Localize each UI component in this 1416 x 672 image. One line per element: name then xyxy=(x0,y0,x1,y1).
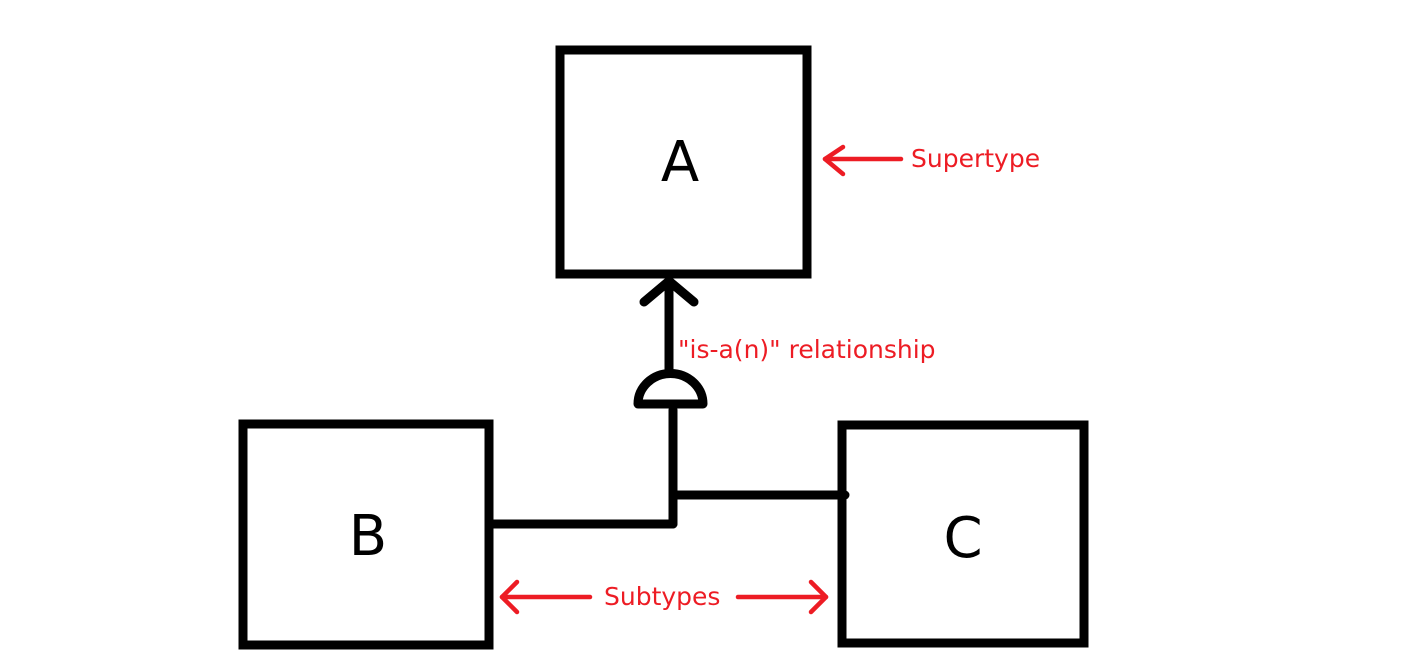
isa-half-circle-icon xyxy=(633,369,708,409)
subtypes-left-arrow-icon xyxy=(499,579,520,615)
entity-b: B xyxy=(238,419,494,650)
entity-b-box xyxy=(238,419,494,650)
entity-c-box xyxy=(837,420,1089,648)
supertype-arrow-icon xyxy=(822,144,846,177)
entity-a-box xyxy=(555,45,812,279)
arrowhead-icon xyxy=(639,276,699,307)
supertype-annotation: Supertype xyxy=(822,144,1040,177)
isa-connector xyxy=(488,276,850,529)
entity-b-label: B xyxy=(349,504,387,569)
supertype-text: Supertype xyxy=(911,144,1040,173)
entity-c: C xyxy=(837,420,1089,648)
entity-c-label: C xyxy=(943,506,982,571)
subtypes-annotation: Subtypes xyxy=(499,579,829,615)
relationship-text: "is-a(n)" relationship xyxy=(678,335,936,364)
entity-a: A xyxy=(555,45,812,279)
entity-a-label: A xyxy=(661,130,699,195)
subtypes-right-arrow-icon xyxy=(808,579,829,615)
subtypes-text: Subtypes xyxy=(604,582,720,611)
